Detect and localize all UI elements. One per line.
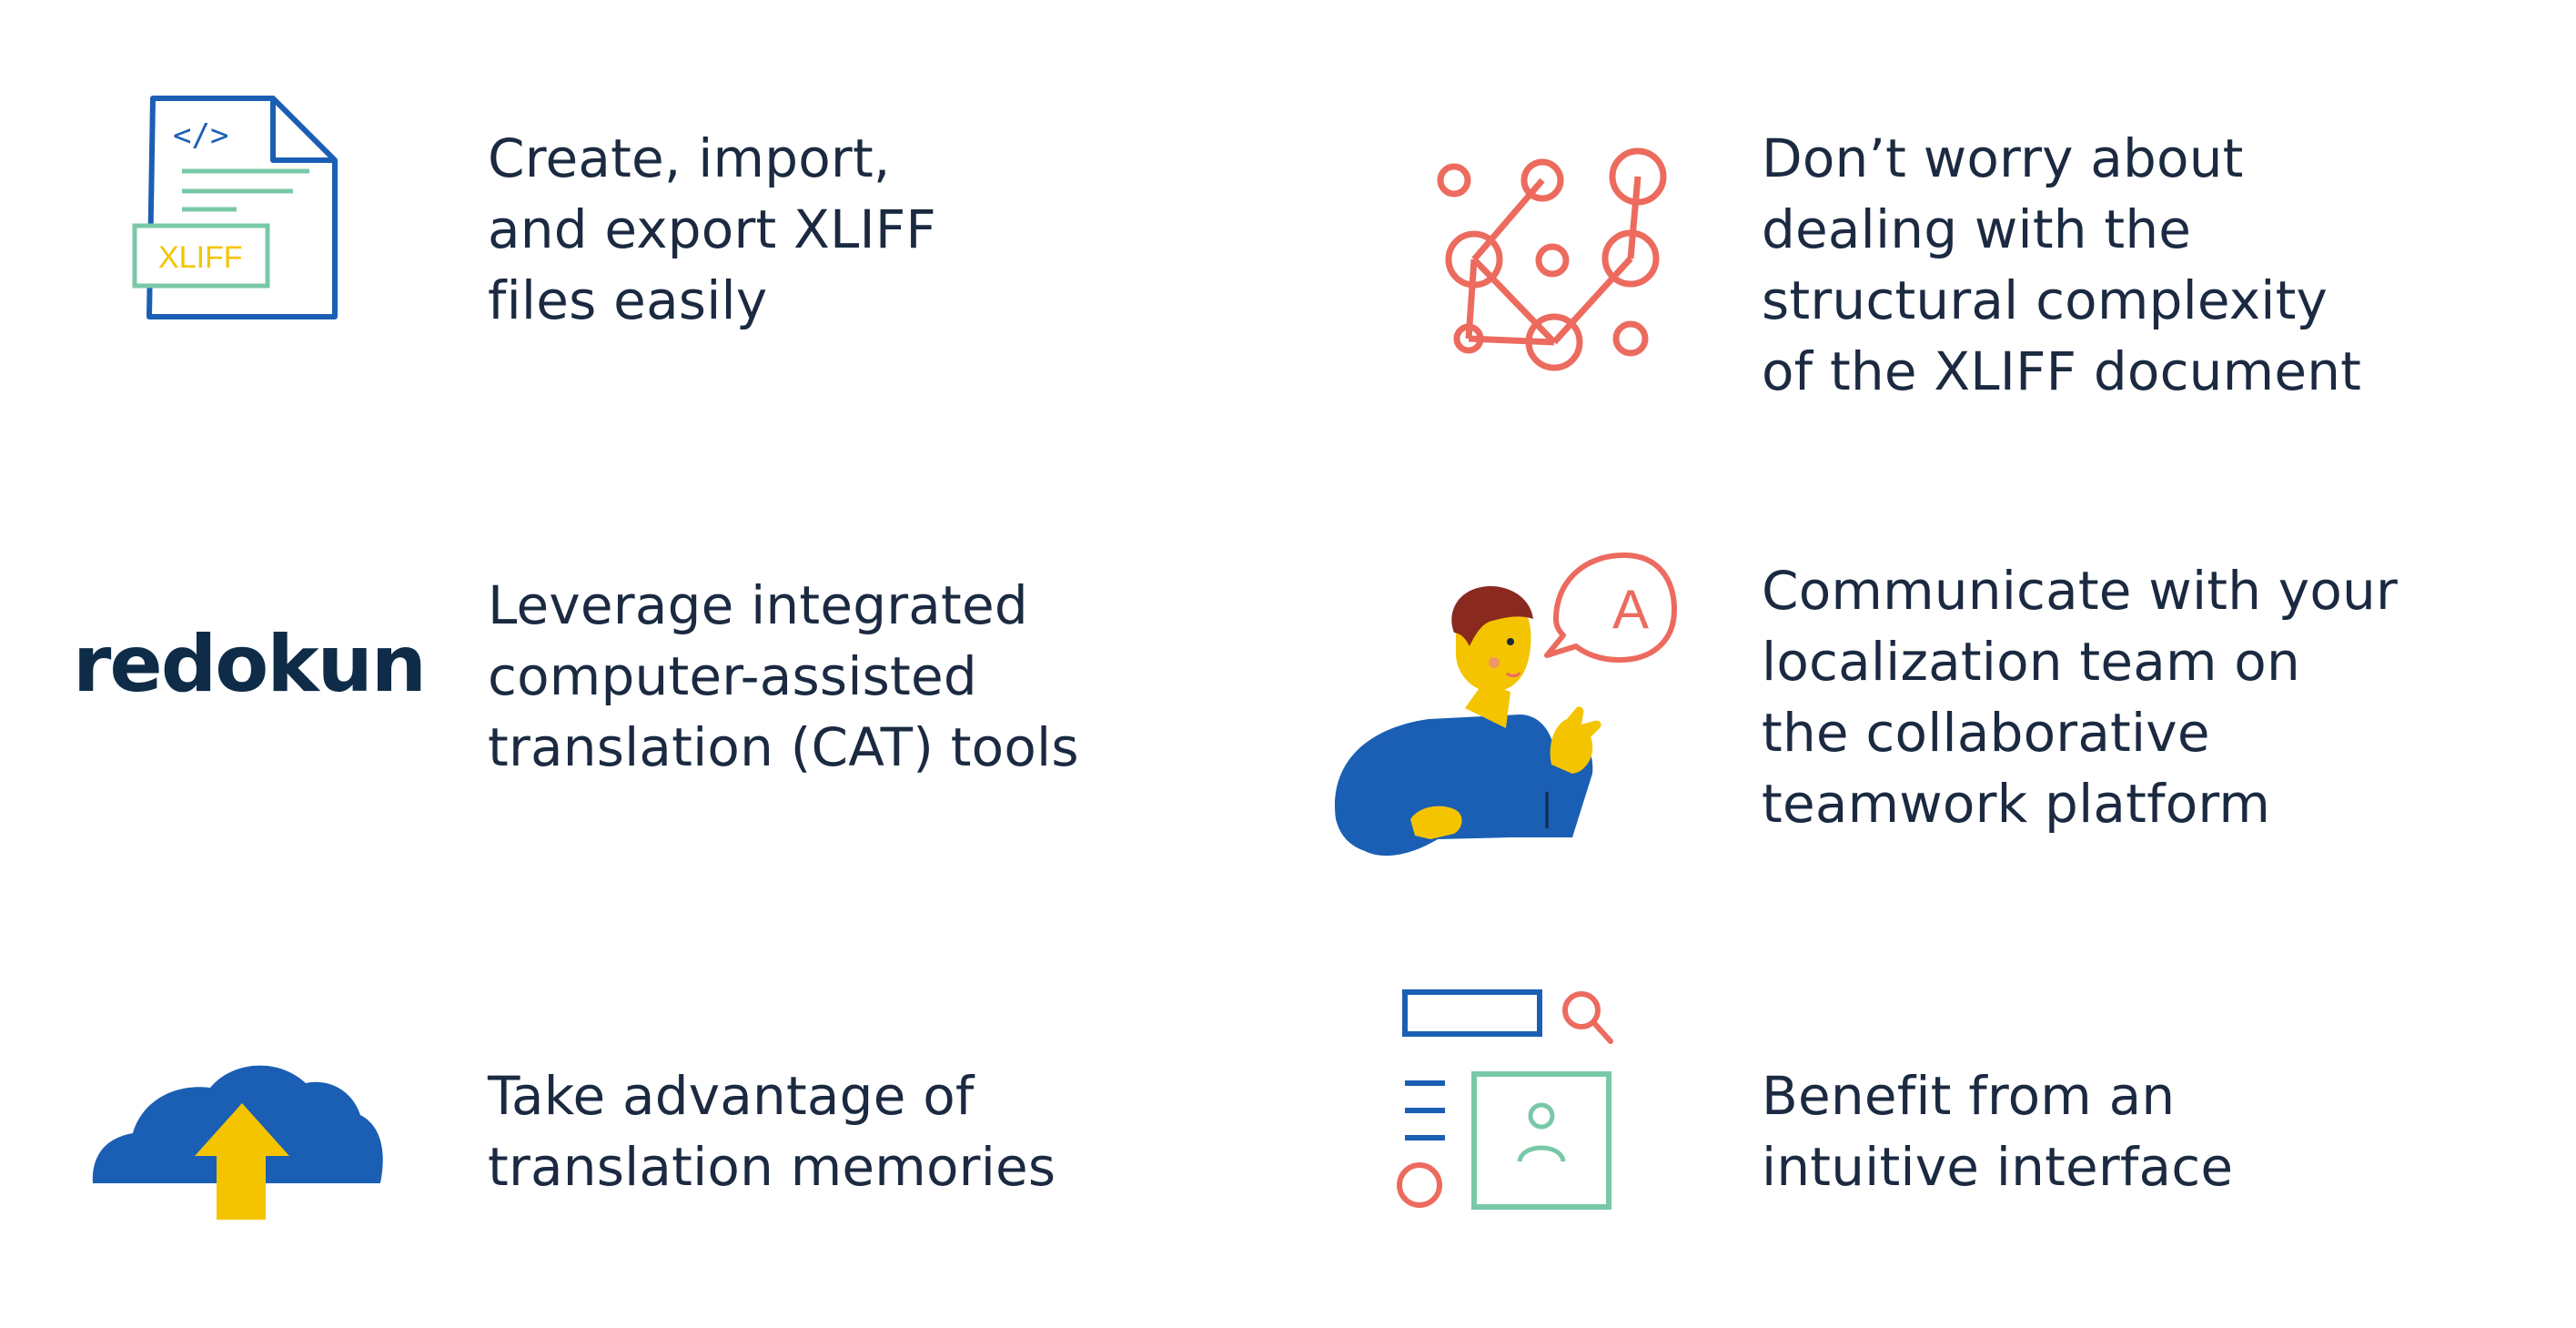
feature-text: Communicate with your localization team … [1762,555,2398,839]
feature-text: Benefit from an intuitive interface [1762,1060,2233,1202]
feature-line: intuitive interface [1762,1136,2234,1198]
feature-text: Create, import, and export XLIFF files e… [488,123,936,336]
bubble-letter: A [1612,579,1649,640]
interface-layout-icon [1397,989,1613,1210]
feature-line: Create, import, [488,127,891,189]
feature-text: Don’t worry about dealing with the struc… [1762,123,2361,407]
person-speech-bubble-icon: A [1334,552,1677,857]
feature-line: Take advantage of [488,1065,975,1127]
redokun-logo: redokun [73,619,427,710]
feature-line: the collaborative [1762,702,2210,764]
feature-line: and export XLIFF [488,198,936,260]
feature-text: Leverage integrated computer-assisted tr… [488,570,1079,783]
feature-line: translation memories [488,1136,1056,1198]
feature-text: Take advantage of translation memories [488,1060,1056,1202]
feature-line: teamwork platform [1762,773,2271,835]
feature-line: Leverage integrated [488,574,1028,636]
feature-line: dealing with the [1762,198,2192,260]
network-nodes-icon [1437,147,1667,371]
feature-line: translation (CAT) tools [488,716,1079,778]
xliff-code-label: </> [173,117,228,154]
xliff-file-icon: </> XLIFF [132,96,338,319]
feature-line: of the XLIFF document [1762,340,2362,402]
feature-line: structural complexity [1762,269,2329,331]
feature-line: computer-assisted [488,645,977,707]
feature-line: Benefit from an [1762,1065,2176,1127]
feature-line: Don’t worry about [1762,127,2244,189]
cloud-upload-icon [92,1065,383,1220]
xliff-badge-label: XLIFF [158,240,243,275]
feature-line: Communicate with your [1762,560,2399,622]
feature-line: localization team on [1762,631,2300,693]
feature-line: files easily [488,269,768,331]
